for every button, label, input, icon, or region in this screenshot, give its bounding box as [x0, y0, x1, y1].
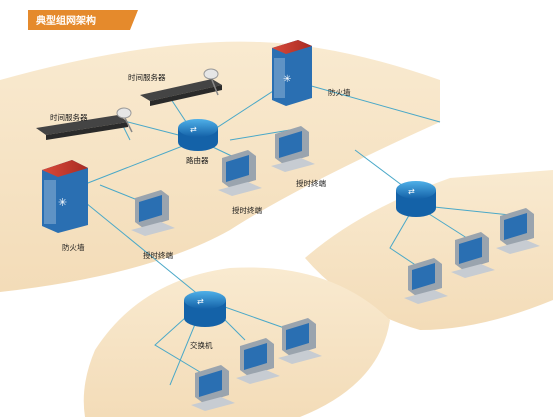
- label-terminal-2: 授时终端: [232, 205, 262, 215]
- label-terminal-1: 授时终端: [296, 178, 326, 188]
- time-server-a: [36, 107, 133, 140]
- router-right: ⇄: [396, 181, 436, 217]
- zone-main: [0, 41, 440, 292]
- label-time-server-a: 时间服务器: [50, 112, 88, 122]
- firewall-icon: ✳: [283, 74, 291, 85]
- antenna-icon: [116, 107, 133, 133]
- antenna-icon: [203, 68, 219, 96]
- title: 典型组网架构: [36, 14, 96, 27]
- terminal-computer: [496, 208, 540, 254]
- label-firewall-left: 防火墙: [62, 242, 85, 252]
- router-arrows-icon: ⇄: [408, 187, 415, 196]
- terminal-computer: [451, 232, 495, 278]
- firewall-left: ✳: [42, 160, 88, 233]
- label-router: 路由器: [186, 155, 209, 165]
- terminal-computer: [271, 126, 315, 172]
- title-banner: 典型组网架构: [28, 10, 138, 30]
- switch: ⇄: [184, 291, 226, 327]
- zone-right: [305, 170, 553, 330]
- label-switch: 交换机: [190, 340, 213, 350]
- firewall-icon: ✳: [58, 196, 67, 209]
- time-server-b: [140, 68, 222, 106]
- terminal-computer: [404, 258, 448, 304]
- zone-bottom: [83, 267, 390, 417]
- terminal-computer: [278, 318, 322, 364]
- terminal-computer: [218, 150, 262, 196]
- label-firewall-top: 防火墙: [328, 87, 351, 97]
- label-time-server-b: 时间服务器: [128, 72, 166, 82]
- terminal-computer: [236, 338, 280, 384]
- firewall-top: ✳: [272, 40, 312, 106]
- terminal-computer: [131, 190, 175, 236]
- terminal-computer: [191, 365, 235, 411]
- switch-arrows-icon: ⇄: [197, 297, 204, 306]
- label-terminal-3: 授时终端: [143, 250, 173, 260]
- router: ⇄: [178, 119, 218, 151]
- router-arrows-icon: ⇄: [190, 125, 197, 134]
